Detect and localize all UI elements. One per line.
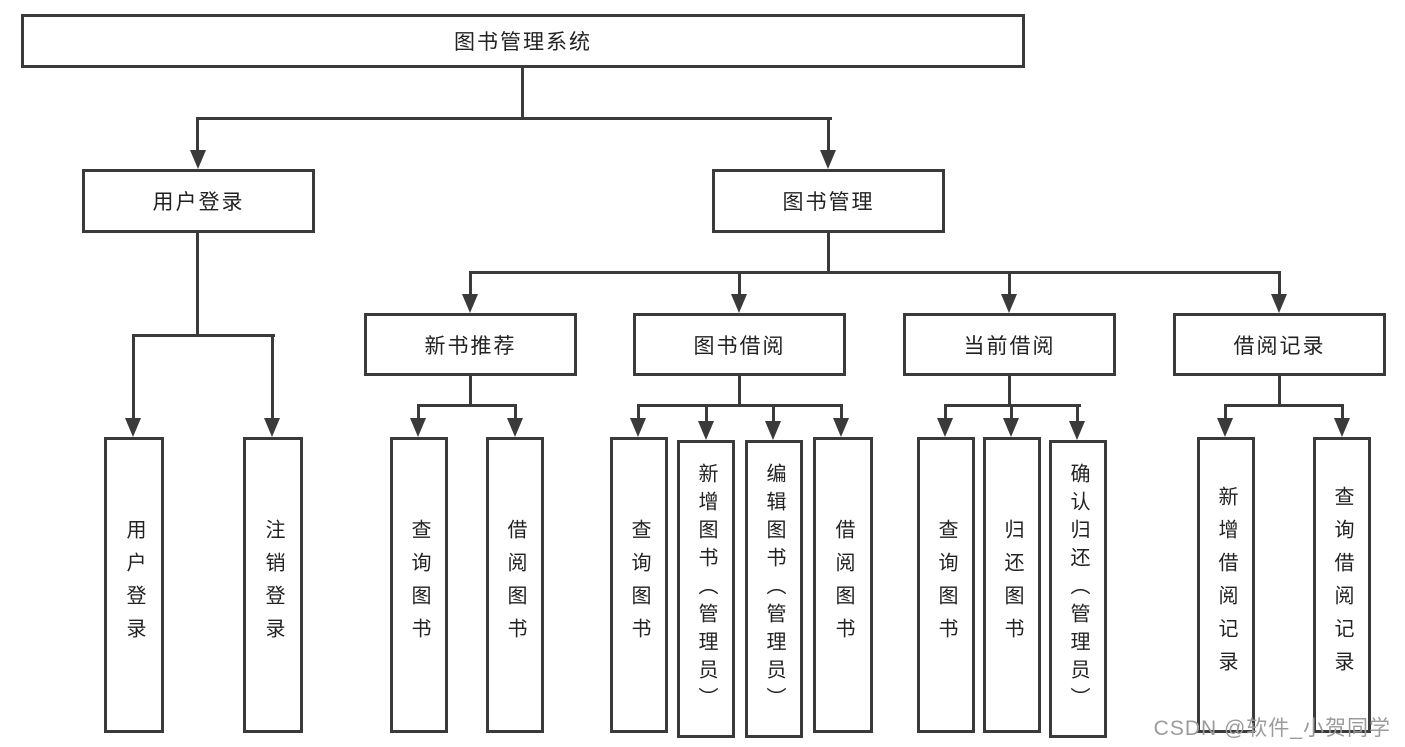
node-borrow-books: 借阅图书	[486, 437, 544, 733]
node-user-login: 用户登录	[104, 437, 164, 733]
connector-line	[1278, 376, 1281, 407]
node-query-borrow-record: 查询借阅记录	[1313, 437, 1371, 733]
connector-line	[521, 68, 524, 119]
connector-line	[840, 404, 843, 422]
connector-line	[469, 271, 1281, 274]
connector-line	[637, 404, 843, 407]
arrow-down-icon	[462, 294, 478, 313]
arrow-down-icon	[190, 150, 206, 169]
connector-line	[1278, 271, 1281, 297]
node-label: 查询图书	[935, 519, 957, 651]
connector-line	[738, 271, 741, 297]
node-new-book-recommendation: 新书推荐	[364, 313, 577, 376]
node-current-borrowing: 当前借阅	[903, 313, 1116, 376]
node-logout: 注销登录	[243, 437, 303, 733]
node-label: 新增图书（管理员）	[695, 463, 717, 715]
connector-line	[196, 233, 199, 337]
node-label: 归还图书	[1001, 519, 1023, 651]
connector-line	[827, 117, 830, 153]
node-borrowing-records: 借阅记录	[1173, 313, 1386, 376]
connector-line	[944, 404, 947, 422]
arrow-down-icon	[1334, 418, 1350, 437]
connector-line	[772, 404, 775, 422]
node-return-books: 归还图书	[983, 437, 1041, 733]
node-book-management: 图书管理	[712, 169, 945, 233]
node-label: 查询图书	[628, 519, 650, 651]
node-label: 借阅图书	[504, 519, 526, 651]
connector-line	[469, 376, 472, 407]
arrow-down-icon	[698, 421, 714, 440]
arrow-down-icon	[125, 418, 141, 437]
node-user-login-branch: 用户登录	[82, 169, 315, 233]
node-label: 确认归还（管理员）	[1067, 463, 1089, 715]
node-label: 当前借阅	[963, 334, 1056, 358]
connector-line	[132, 334, 135, 420]
connector-line	[1076, 404, 1079, 422]
node-label: 借阅记录	[1233, 334, 1326, 358]
connector-line	[132, 334, 275, 337]
connector-line	[705, 404, 708, 422]
connector-line	[196, 117, 832, 120]
node-library-system: 图书管理系统	[21, 14, 1025, 68]
connector-line	[196, 117, 199, 153]
node-label: 查询借阅记录	[1331, 486, 1353, 684]
watermark: CSDN @软件_小贺同学	[1153, 717, 1391, 740]
connector-line	[637, 404, 640, 422]
node-query-books: 查询图书	[917, 437, 975, 733]
node-label: 借阅图书	[832, 519, 854, 651]
node-edit-books-admin: 编辑图书（管理员）	[745, 440, 803, 738]
arrow-down-icon	[410, 418, 426, 437]
arrow-down-icon	[820, 150, 836, 169]
node-query-books: 查询图书	[390, 437, 448, 733]
node-label: 图书借阅	[693, 334, 786, 358]
connector-line	[469, 271, 472, 297]
node-label: 注销登录	[262, 519, 284, 651]
connector-line	[1341, 404, 1344, 422]
node-add-borrow-record: 新增借阅记录	[1197, 437, 1255, 733]
node-borrow-books: 借阅图书	[813, 437, 873, 733]
connector-line	[738, 376, 741, 407]
arrow-down-icon	[1003, 418, 1019, 437]
connector-line	[417, 404, 420, 422]
arrow-down-icon	[833, 418, 849, 437]
node-label: 新书推荐	[424, 334, 517, 358]
arrow-down-icon	[731, 294, 747, 313]
connector-line	[1008, 376, 1011, 407]
arrow-down-icon	[507, 418, 523, 437]
connector-line	[271, 334, 274, 420]
arrow-down-icon	[937, 418, 953, 437]
arrow-down-icon	[1217, 418, 1233, 437]
node-label: 新增借阅记录	[1215, 486, 1237, 684]
connector-line	[827, 233, 830, 274]
node-label: 用户登录	[152, 191, 245, 214]
arrow-down-icon	[1271, 294, 1287, 313]
arrow-down-icon	[1069, 421, 1085, 440]
node-label: 图书管理系统	[454, 31, 592, 54]
connector-line	[1224, 404, 1344, 407]
node-query-books: 查询图书	[610, 437, 668, 733]
arrow-down-icon	[630, 418, 646, 437]
connector-line	[514, 404, 517, 422]
arrow-down-icon	[1001, 294, 1017, 313]
node-label: 图书管理	[782, 191, 875, 214]
connector-line	[1008, 271, 1011, 297]
connector-line	[1010, 404, 1013, 422]
node-label: 用户登录	[123, 519, 145, 651]
node-label: 编辑图书（管理员）	[763, 463, 785, 715]
node-book-borrowing: 图书借阅	[633, 313, 846, 376]
node-confirm-return-admin: 确认归还（管理员）	[1049, 440, 1107, 738]
connector-line	[417, 404, 517, 407]
node-add-books-admin: 新增图书（管理员）	[677, 440, 735, 738]
arrow-down-icon	[765, 421, 781, 440]
connector-line	[1224, 404, 1227, 422]
node-label: 查询图书	[408, 519, 430, 651]
arrow-down-icon	[264, 418, 280, 437]
